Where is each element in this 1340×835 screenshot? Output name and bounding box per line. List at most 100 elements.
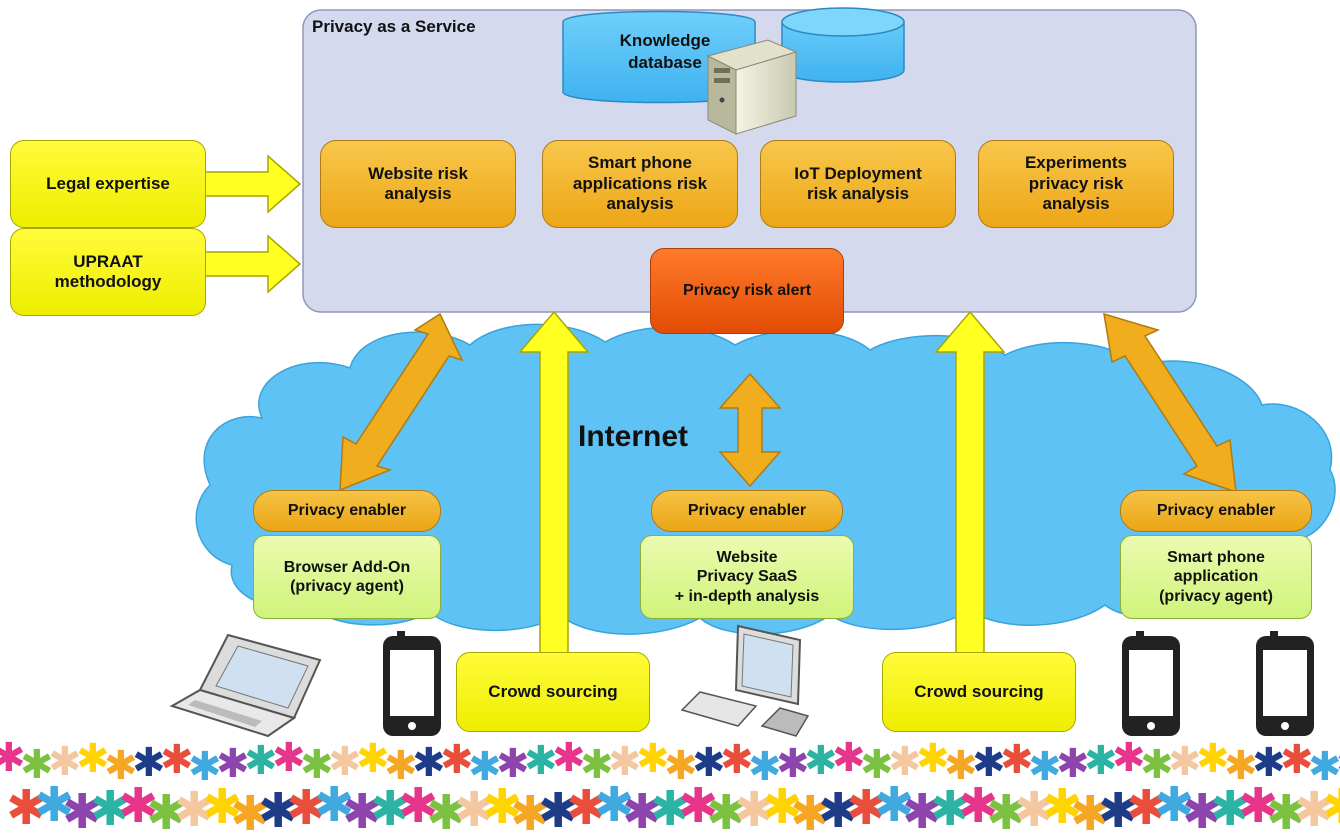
person-figure: ✱ (104, 744, 138, 788)
person-figure: ✱ (1252, 741, 1286, 785)
person-figure: ✱ (580, 743, 614, 787)
knowledge-database-label: Knowledge database (590, 30, 740, 74)
person-figure: ✱ (1154, 779, 1195, 832)
person-figure: ✱ (356, 738, 390, 781)
person-figure: ✱ (328, 740, 362, 784)
privacy-enabler-label: Privacy enabler (287, 502, 407, 520)
crowd-people-icon: ✱✱✱✱✱✱✱✱✱✱✱✱✱✱✱✱✱✱✱✱✱✱✱✱✱✱✱✱✱✱✱✱✱✱✱✱✱✱✱✱… (0, 738, 1340, 835)
crowd-sourcing-label: Crowd sourcing (914, 681, 1044, 701)
person-figure: ✱ (188, 745, 222, 789)
person-figure: ✱ (496, 742, 530, 786)
upraat-line2: methodology (54, 272, 162, 291)
person-figure: ✱ (1084, 739, 1118, 783)
person-figure: ✱ (1196, 738, 1230, 781)
person-figure: ✱ (272, 738, 306, 780)
analysis-line2: applications risk (572, 173, 708, 193)
person-figure: ✱ (1140, 743, 1174, 787)
privacy-enabler-smartphone: Privacy enabler (1120, 490, 1312, 532)
person-figure: ✱ (48, 740, 82, 784)
privacy-enabler-label: Privacy enabler (1156, 502, 1276, 520)
person-figure: ✱ (300, 743, 334, 787)
person-figure: ✱ (748, 745, 782, 789)
browser-addon-line2: (privacy agent) (290, 578, 404, 595)
person-figure: ✱ (930, 783, 971, 835)
person-figure: ✱ (664, 744, 698, 788)
person-figure: ✱ (0, 738, 26, 780)
person-figure: ✱ (1028, 745, 1062, 789)
person-figure: ✱ (874, 779, 915, 832)
person-figure: ✱ (958, 780, 999, 833)
person-figure: ✱ (1238, 780, 1279, 833)
person-figure: ✱ (566, 782, 607, 835)
person-figure: ✱ (216, 742, 250, 786)
person-figure: ✱ (1266, 787, 1307, 835)
person-figure: ✱ (286, 782, 327, 835)
person-figure: ✱ (1000, 738, 1034, 782)
analysis-line2: risk analysis (806, 184, 910, 203)
desktop-computer-icon (680, 624, 810, 737)
smartphone-application-box: Smart phone application (privacy agent) (1120, 535, 1312, 619)
person-figure: ✱ (846, 782, 887, 835)
analysis-line1: Smart phone (588, 153, 692, 173)
person-figure: ✱ (258, 785, 299, 835)
upraat-methodology-box: UPRAAT methodology (10, 228, 206, 316)
person-figure: ✱ (622, 786, 663, 835)
person-figure: ✱ (1056, 742, 1090, 786)
person-figure: ✱ (986, 787, 1027, 835)
person-figure: ✱ (174, 784, 215, 835)
person-figure: ✱ (762, 781, 803, 834)
person-figure: ✱ (1070, 788, 1111, 835)
person-figure: ✱ (706, 787, 747, 835)
person-figure: ✱ (384, 744, 418, 788)
person-figure: ✱ (818, 785, 859, 835)
person-figure: ✱ (888, 740, 922, 784)
person-figure: ✱ (1308, 745, 1340, 789)
person-figure: ✱ (832, 738, 866, 780)
internet-label: Internet (578, 420, 689, 453)
person-figure: ✱ (62, 786, 103, 835)
person-figure: ✱ (1098, 785, 1139, 835)
person-figure: ✱ (860, 743, 894, 787)
knowledge-database-line1: Knowledge (619, 31, 711, 50)
smartphone-app-line2: application (1173, 568, 1259, 586)
laptop-icon (169, 633, 322, 738)
internet-cloud (195, 323, 1336, 635)
person-figure: ✱ (76, 738, 110, 781)
person-figure: ✱ (118, 780, 159, 833)
browser-addon-line1: Browser Add-On (283, 558, 411, 576)
analysis-line1: IoT Deployment (794, 163, 922, 183)
crowd-sourcing-box-right: Crowd sourcing (882, 652, 1076, 732)
person-figure: ✱ (524, 739, 558, 783)
smartphone-icon (1256, 631, 1314, 736)
smartphone-apps-risk-analysis-box: Smart phone applications risk analysis (542, 140, 738, 228)
person-figure: ✱ (1014, 784, 1055, 835)
privacy-risk-alert-label: Privacy risk alert (682, 282, 812, 300)
analysis-line2: privacy risk (1028, 173, 1124, 193)
person-figure: ✱ (426, 787, 467, 835)
website-risk-analysis-box: Website risk analysis (320, 140, 516, 228)
smartphone-icon (1122, 631, 1180, 736)
upraat-methodology-arrow (204, 234, 302, 294)
person-figure: ✱ (440, 738, 474, 782)
website-saas-line3: + in-depth analysis (674, 587, 820, 605)
person-figure: ✱ (1280, 738, 1314, 782)
person-figure: ✱ (608, 740, 642, 784)
person-figure: ✱ (146, 787, 187, 835)
person-figure: ✱ (230, 788, 271, 835)
person-figure: ✱ (1042, 781, 1083, 834)
paas-title: Privacy as a Service (312, 17, 476, 36)
website-sync-arrow (718, 372, 782, 488)
person-figure: ✱ (1224, 744, 1258, 788)
person-figure: ✱ (468, 745, 502, 789)
person-figure: ✱ (594, 779, 635, 832)
person-figure: ✱ (202, 781, 243, 834)
person-figure: ✱ (650, 783, 691, 835)
person-figure: ✱ (538, 785, 579, 835)
person-figure: ✱ (636, 738, 670, 781)
person-figure: ✱ (90, 783, 131, 835)
smartphone-app-line3: (privacy agent) (1159, 587, 1273, 605)
person-figure: ✱ (1322, 784, 1340, 832)
privacy-enabler-browser: Privacy enabler (253, 490, 441, 532)
website-privacy-saas-box: Website Privacy SaaS + in-depth analysis (640, 535, 854, 619)
